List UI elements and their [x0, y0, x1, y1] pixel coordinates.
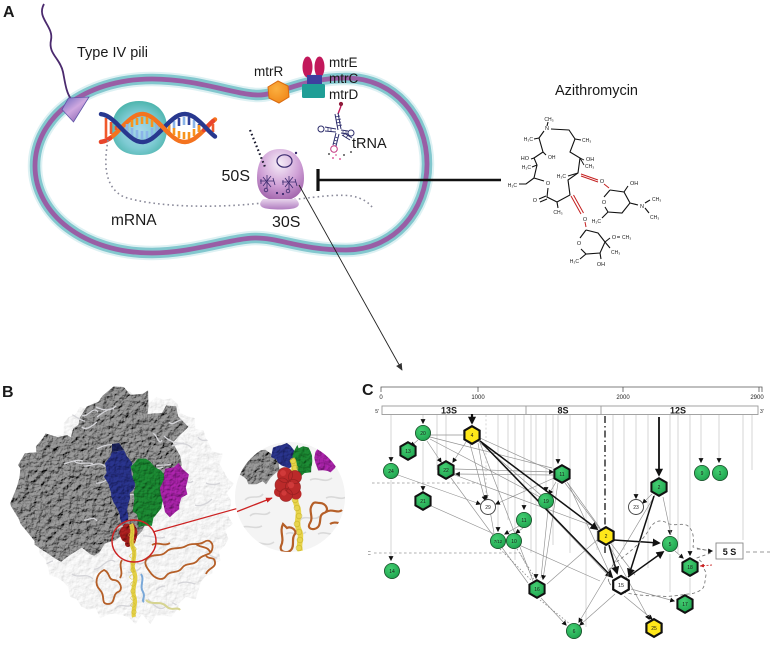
svg-text:HO: HO: [521, 156, 530, 162]
svg-text:17: 17: [682, 602, 688, 608]
svg-text:24: 24: [388, 469, 394, 475]
svg-text:11: 11: [559, 472, 564, 478]
svg-text:1: 1: [719, 471, 722, 477]
svg-text:2900: 2900: [750, 395, 764, 401]
svg-text:OH: OH: [548, 155, 556, 161]
svg-text:12S: 12S: [670, 406, 686, 416]
svg-text:OH: OH: [630, 181, 638, 187]
svg-text:16: 16: [534, 587, 540, 593]
svg-text:CH₃: CH₃: [585, 164, 594, 170]
svg-text:7/12: 7/12: [494, 539, 503, 544]
svg-text:13: 13: [405, 449, 411, 455]
svg-text:1000: 1000: [471, 395, 485, 401]
svg-text:4: 4: [471, 433, 474, 439]
svg-text:CH₃: CH₃: [611, 250, 620, 256]
svg-text:6: 6: [573, 629, 576, 635]
svg-text:20: 20: [420, 431, 426, 437]
svg-text:21: 21: [420, 499, 426, 505]
svg-text:mtrR: mtrR: [254, 64, 283, 79]
svg-text:H₃C: H₃C: [508, 183, 518, 189]
svg-text:O: O: [602, 200, 607, 206]
svg-text:15: 15: [618, 583, 624, 589]
svg-text:CH₃: CH₃: [650, 215, 659, 221]
svg-text:CH₃: CH₃: [582, 138, 591, 144]
svg-text:29: 29: [485, 505, 491, 511]
svg-text:30S: 30S: [272, 214, 300, 231]
svg-text:2: 2: [658, 485, 661, 491]
svg-text:9: 9: [701, 471, 704, 477]
svg-text:H₃C: H₃C: [570, 259, 580, 265]
svg-text:mtrC: mtrC: [329, 71, 358, 86]
svg-text:22: 22: [443, 468, 449, 474]
svg-text:N: N: [640, 204, 644, 210]
svg-text:18: 18: [687, 565, 693, 571]
svg-text:CH₃: CH₃: [652, 197, 661, 203]
svg-text:5 S: 5 S: [723, 547, 737, 557]
svg-text:CH₃: CH₃: [622, 235, 631, 241]
svg-text:13S: 13S: [441, 406, 457, 416]
svg-text:23: 23: [633, 505, 639, 511]
svg-text:mtrE: mtrE: [329, 55, 358, 70]
svg-text:5: 5: [669, 542, 672, 548]
svg-text:O: O: [546, 181, 551, 187]
svg-text:H₃C: H₃C: [522, 165, 532, 171]
svg-text:O: O: [612, 235, 617, 241]
svg-text:CH₃: CH₃: [553, 210, 562, 216]
svg-text:N: N: [545, 126, 549, 132]
svg-text:Type IV pili: Type IV pili: [77, 45, 148, 61]
svg-text:mRNA: mRNA: [111, 212, 157, 229]
svg-text:H₃C: H₃C: [592, 219, 602, 225]
svg-text:O: O: [583, 217, 588, 223]
svg-text:25: 25: [651, 626, 657, 632]
svg-text:CH₃: CH₃: [544, 117, 553, 123]
svg-text:19: 19: [543, 499, 549, 505]
svg-text:0: 0: [379, 395, 383, 401]
svg-text:8S: 8S: [557, 406, 568, 416]
svg-text:H₃C: H₃C: [557, 174, 567, 180]
svg-text:O: O: [533, 198, 538, 204]
svg-text:50S: 50S: [222, 168, 250, 185]
svg-text:mtrD: mtrD: [329, 87, 358, 102]
svg-text:14: 14: [389, 569, 395, 575]
svg-text:tRNA: tRNA: [352, 136, 387, 152]
svg-text:2: 2: [605, 534, 608, 540]
svg-text:A: A: [3, 4, 15, 21]
svg-text:O: O: [577, 241, 582, 247]
svg-text:H₃C: H₃C: [524, 137, 534, 143]
svg-text:C: C: [362, 382, 374, 399]
svg-text:Azithromycin: Azithromycin: [555, 83, 638, 99]
svg-text:B: B: [2, 384, 14, 401]
svg-text:3′: 3′: [760, 409, 764, 415]
svg-text:OH: OH: [586, 157, 594, 163]
svg-text:2000: 2000: [616, 395, 630, 401]
svg-text:O: O: [600, 179, 605, 185]
svg-text:OH: OH: [597, 262, 605, 268]
svg-text:5′: 5′: [375, 409, 379, 415]
svg-text:10: 10: [511, 539, 517, 545]
svg-text:11: 11: [521, 518, 526, 524]
